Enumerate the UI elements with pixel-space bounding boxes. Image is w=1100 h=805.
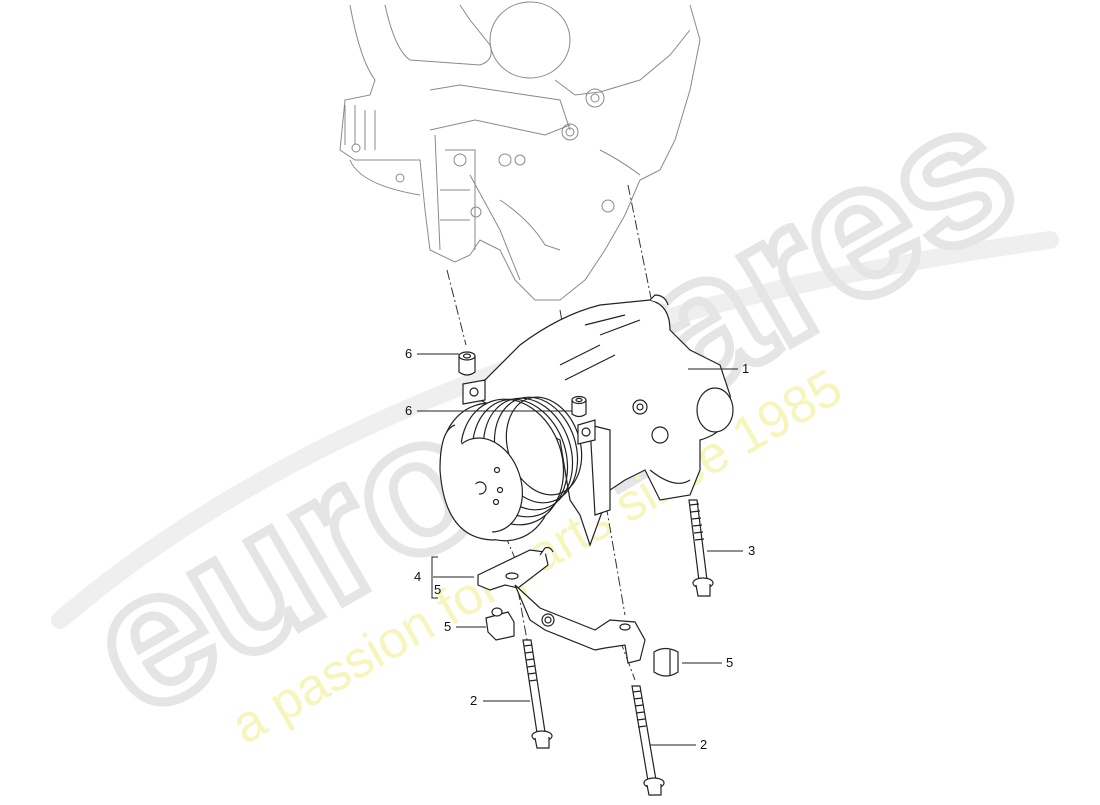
bolt-2b bbox=[631, 685, 665, 796]
callout-1[interactable]: 1 bbox=[742, 361, 750, 376]
callout-4[interactable]: 4 bbox=[414, 569, 422, 584]
callout-6-upper[interactable]: 6 bbox=[405, 346, 413, 361]
callout-5-left[interactable]: 5 bbox=[444, 619, 452, 634]
callout-3[interactable]: 3 bbox=[748, 543, 756, 558]
callout-2-right[interactable]: 2 bbox=[700, 737, 708, 752]
callout-2-left[interactable]: 2 bbox=[470, 693, 478, 708]
bushing-6a bbox=[458, 351, 476, 376]
callout-4-sub-5[interactable]: 5 bbox=[434, 582, 442, 597]
clip-5b bbox=[653, 647, 679, 677]
clip-5a bbox=[485, 607, 515, 641]
bushing-6b bbox=[571, 395, 587, 418]
bolt-2a bbox=[522, 639, 553, 749]
ac-compressor bbox=[439, 294, 734, 547]
callout-5-right[interactable]: 5 bbox=[726, 655, 734, 670]
bolt-3 bbox=[688, 499, 714, 597]
leader-lines bbox=[417, 353, 743, 746]
engine-block-ghost bbox=[339, 1, 701, 301]
callout-6-lower[interactable]: 6 bbox=[405, 403, 413, 418]
bracket-4 bbox=[477, 546, 646, 664]
